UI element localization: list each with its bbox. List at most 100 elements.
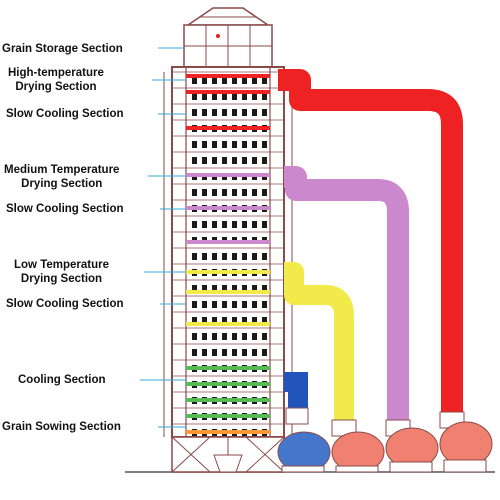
label-grain-sowing: Grain Sowing Section bbox=[2, 421, 121, 433]
louver-window bbox=[252, 221, 257, 228]
louver-window bbox=[192, 285, 197, 292]
section-band bbox=[186, 382, 270, 386]
louver-window bbox=[262, 253, 267, 260]
louver-window bbox=[222, 317, 227, 324]
louver-window bbox=[232, 333, 237, 340]
section-band bbox=[186, 290, 270, 294]
label-low-temperature-drying: Low Temperature Drying Section bbox=[14, 258, 109, 286]
section-band bbox=[186, 74, 270, 78]
louver-window bbox=[262, 77, 267, 84]
louver-window bbox=[212, 285, 217, 292]
leader-lines bbox=[140, 47, 186, 428]
label-high-temperature-line2: Drying Section bbox=[15, 81, 97, 93]
louver-window bbox=[202, 77, 207, 84]
tower-base bbox=[171, 436, 285, 473]
louver-window bbox=[192, 301, 197, 308]
louver-window bbox=[212, 333, 217, 340]
louver-window bbox=[232, 285, 237, 292]
louver-window bbox=[242, 301, 247, 308]
louver-window bbox=[262, 157, 267, 164]
louver-window bbox=[192, 93, 197, 100]
louver-window bbox=[202, 189, 207, 196]
louver-window bbox=[222, 253, 227, 260]
louver-window bbox=[212, 349, 217, 356]
louver-window bbox=[262, 221, 267, 228]
label-low-temperature-line1: Low Temperature bbox=[14, 259, 109, 271]
louver-window bbox=[202, 157, 207, 164]
louver-window bbox=[242, 285, 247, 292]
louver-window bbox=[232, 221, 237, 228]
section-band bbox=[186, 398, 270, 402]
louver-window bbox=[252, 77, 257, 84]
label-medium-temperature-line1: Medium Temperature bbox=[4, 164, 120, 176]
louver-window bbox=[202, 349, 207, 356]
louver-window bbox=[222, 333, 227, 340]
louver-window bbox=[262, 333, 267, 340]
louver-window bbox=[192, 221, 197, 228]
label-low-temperature-line2: Drying Section bbox=[20, 273, 103, 285]
louver-window bbox=[222, 141, 227, 148]
louver-window bbox=[212, 221, 217, 228]
louver-window bbox=[242, 93, 247, 100]
section-band bbox=[186, 240, 270, 244]
louver-window bbox=[232, 77, 237, 84]
louver-window bbox=[232, 157, 237, 164]
louver-window bbox=[242, 141, 247, 148]
section-band bbox=[186, 430, 270, 434]
medium-temperature-duct bbox=[284, 166, 409, 428]
louver-window bbox=[262, 189, 267, 196]
section-band bbox=[186, 366, 270, 370]
section-band bbox=[186, 90, 270, 94]
label-cooling: Cooling Section bbox=[18, 374, 106, 386]
louver-window bbox=[222, 189, 227, 196]
louver-window bbox=[222, 285, 227, 292]
louver-window bbox=[242, 349, 247, 356]
tower-column bbox=[163, 66, 293, 438]
louver-window bbox=[262, 285, 267, 292]
label-slow-cooling-2: Slow Cooling Section bbox=[6, 203, 124, 215]
louver-window bbox=[242, 221, 247, 228]
louver-window bbox=[222, 93, 227, 100]
louver-window bbox=[192, 157, 197, 164]
louver-window bbox=[262, 93, 267, 100]
section-band bbox=[186, 270, 270, 274]
louver-window bbox=[202, 221, 207, 228]
louver-window bbox=[252, 189, 257, 196]
louver-window bbox=[212, 157, 217, 164]
louver-window bbox=[222, 77, 227, 84]
louver-window bbox=[242, 109, 247, 116]
louver-window bbox=[212, 301, 217, 308]
louver-window bbox=[242, 253, 247, 260]
louver-window bbox=[212, 189, 217, 196]
section-band bbox=[186, 173, 270, 177]
louver-window bbox=[212, 77, 217, 84]
louver-window bbox=[252, 349, 257, 356]
louver-window bbox=[222, 109, 227, 116]
louver-window bbox=[262, 301, 267, 308]
low-temperature-duct bbox=[284, 262, 354, 428]
louver-window bbox=[192, 77, 197, 84]
label-slow-cooling-3: Slow Cooling Section bbox=[6, 298, 124, 310]
louver-window bbox=[202, 285, 207, 292]
louver-window bbox=[232, 189, 237, 196]
tower-roof bbox=[183, 7, 273, 68]
louver-window bbox=[202, 109, 207, 116]
louver-window bbox=[252, 93, 257, 100]
louver-window bbox=[192, 141, 197, 148]
section-band bbox=[186, 414, 270, 418]
louver-window bbox=[242, 157, 247, 164]
section-band bbox=[186, 126, 270, 130]
louver-window bbox=[232, 301, 237, 308]
louver-window bbox=[202, 253, 207, 260]
label-medium-temperature-drying: Medium Temperature Drying Section bbox=[4, 163, 119, 191]
louver-window bbox=[242, 333, 247, 340]
louver-window bbox=[222, 301, 227, 308]
louver-window bbox=[202, 141, 207, 148]
louver-window bbox=[212, 141, 217, 148]
louver-window bbox=[202, 317, 207, 324]
high-temperature-fan bbox=[439, 411, 493, 473]
louver-window bbox=[212, 109, 217, 116]
louver-window bbox=[252, 301, 257, 308]
